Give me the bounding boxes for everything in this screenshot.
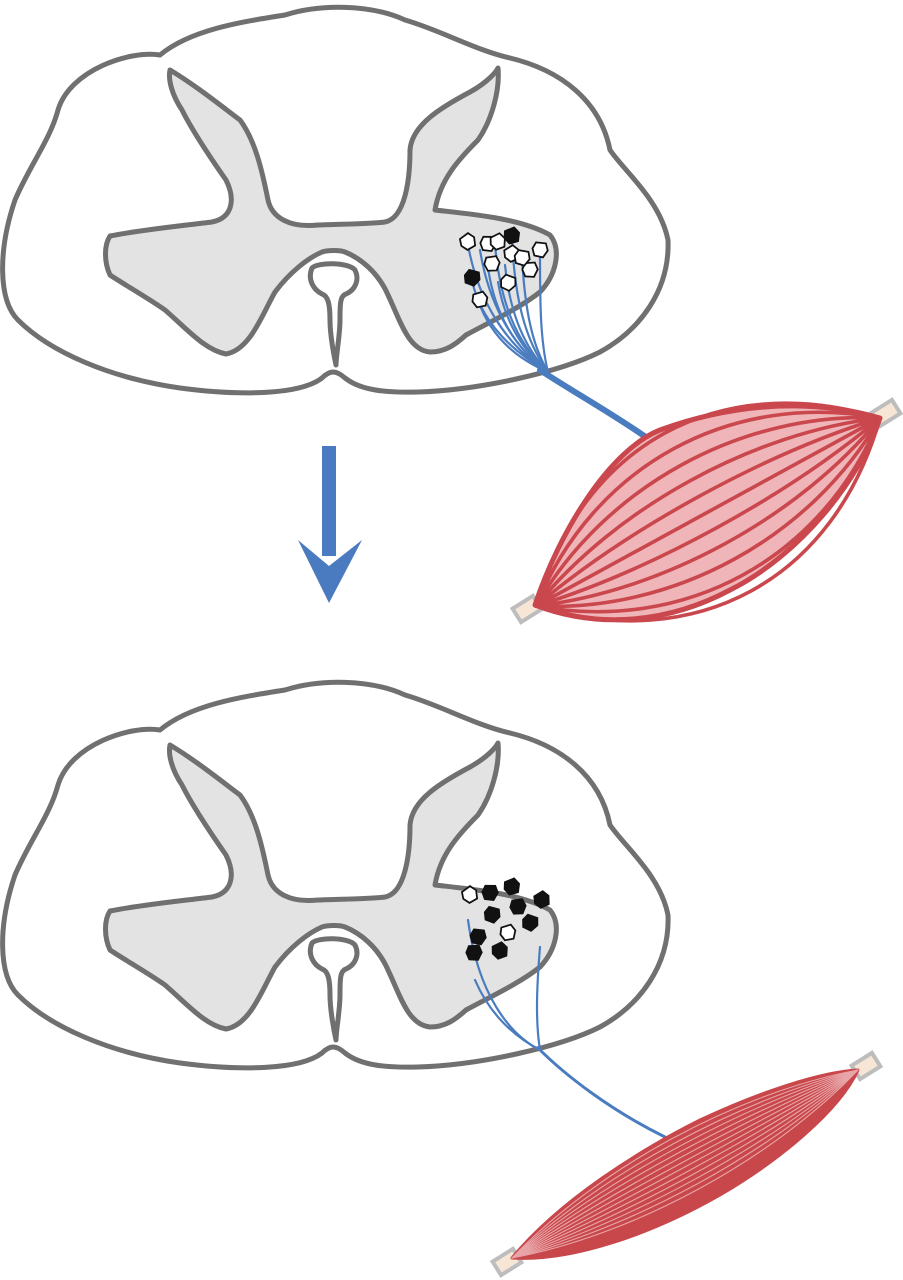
panel-after <box>3 682 668 1139</box>
muscle-fiber <box>511 1069 859 1259</box>
central-canal <box>310 939 357 1040</box>
spinal-cord-cross-section <box>3 682 668 1068</box>
muscle-fiber <box>534 416 882 608</box>
progression-arrow <box>298 446 362 603</box>
muscle-fiber <box>511 1069 859 1259</box>
muscle-fiber <box>534 415 882 608</box>
central-canal <box>310 264 357 365</box>
muscle-fiber <box>511 1069 859 1259</box>
axon <box>535 945 542 1052</box>
muscle-fiber <box>511 1069 859 1259</box>
muscle-fiber <box>534 416 882 614</box>
muscle-fiber <box>534 416 882 623</box>
muscle-fiber <box>534 410 882 608</box>
muscle-fiber <box>511 1069 859 1259</box>
muscle-fiber <box>511 1069 859 1259</box>
muscle-atrophied <box>489 1050 884 1278</box>
nerve-trunk <box>536 1046 667 1139</box>
axon <box>520 256 550 374</box>
muscle-fiber <box>511 1069 859 1259</box>
arrow-head <box>298 540 362 603</box>
muscle-healthy <box>509 397 903 625</box>
nerve-trunk <box>537 367 653 443</box>
arrow-shaft <box>322 446 336 556</box>
motor-neuron <box>483 255 501 272</box>
muscle-fiber <box>534 416 882 608</box>
axon <box>538 248 550 374</box>
panel-before <box>3 7 903 625</box>
muscle-belly <box>510 1068 860 1260</box>
muscle-fiber <box>534 401 882 608</box>
muscle-fiber <box>534 416 882 608</box>
muscle-fiber <box>511 1069 859 1259</box>
muscle-fiber <box>511 1069 859 1259</box>
muscle-fiber <box>511 1069 859 1259</box>
axon <box>476 298 550 374</box>
motor-nerve <box>466 918 667 1139</box>
muscle-fibers <box>511 1069 859 1259</box>
axon <box>473 978 542 1052</box>
spinal-cord-cross-section <box>3 7 668 393</box>
muscle-fiber <box>534 416 882 608</box>
axon <box>470 278 550 374</box>
motor-neuron-degenerated <box>509 898 527 915</box>
muscle-fiber <box>534 416 882 609</box>
muscle-fiber <box>511 1069 859 1259</box>
muscle-fibers <box>534 401 882 623</box>
motor-neuron-degenerated <box>465 944 483 961</box>
muscle-fiber <box>534 416 882 608</box>
axon <box>496 280 550 374</box>
muscle-fiber <box>511 1069 859 1259</box>
